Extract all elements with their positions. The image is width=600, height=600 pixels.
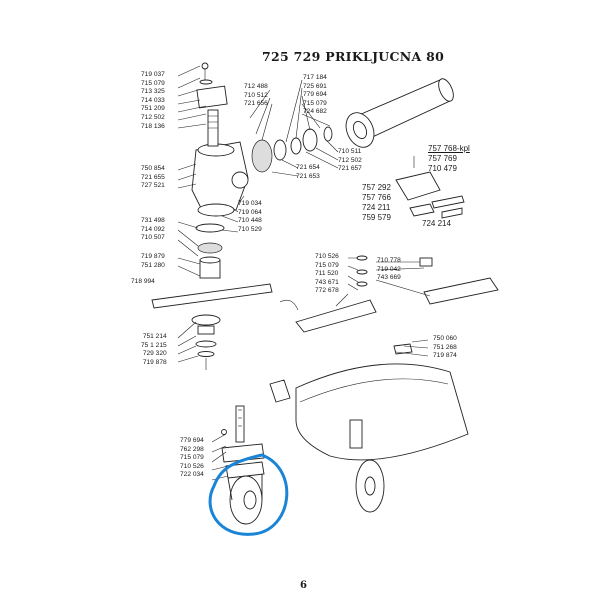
part-number: 719 878 [142, 358, 167, 366]
part-number: 714 092 [141, 225, 165, 233]
part-number: 779 694 [303, 91, 327, 99]
label-group-left-top: 719 037 715 079 713 325 714 033 751 209 … [141, 71, 165, 131]
label-group-wheel: 779 694 762 298 715 079 710 526 722 034 [180, 437, 204, 480]
part-number: 724 214 [422, 219, 451, 228]
part-number: 719 037 [141, 71, 165, 78]
label-group-left-blade: 719 879 751 280 [141, 253, 165, 270]
part-number: 715 079 [141, 79, 165, 87]
part-number: 719 034 [238, 200, 262, 207]
page-number: 6 [300, 580, 307, 591]
part-number: 751 209 [141, 105, 165, 113]
part-number: 751 214 [142, 333, 167, 340]
label-group-center-right: 717 184 725 691 779 694 715 079 724 682 [303, 74, 327, 117]
part-number: 722 034 [180, 471, 204, 479]
part-number: 718 994 [131, 278, 155, 285]
label-group-right-deck: 750 060 751 268 719 874 [433, 335, 457, 361]
leader-lines [177, 65, 431, 481]
part-number: 721 656 [244, 100, 268, 108]
label-group-right-mid-a: 710 526 715 079 711 520 743 671 772 678 [315, 253, 339, 296]
part-number: 757 766 [362, 193, 391, 202]
part-number: 750 854 [141, 165, 165, 172]
label-group-right-kit: 757 768-kpl 757 769 710 479 [428, 144, 470, 174]
part-number: 751 280 [141, 261, 165, 269]
part-number: 719 874 [433, 352, 457, 360]
lower-shaft-stack [151, 223, 273, 370]
part-number: 75 1 215 [141, 341, 167, 349]
part-number: 712 502 [141, 113, 165, 121]
part-number: 719 042 [377, 265, 401, 273]
label-group-right-kit2: 757 292 757 766 724 211 759 579 [362, 183, 391, 223]
caster-wheel-assembly [221, 405, 265, 525]
page-title: 725 729 PRIKLJUCNA 80 [262, 49, 445, 64]
part-number: 724 211 [362, 203, 391, 212]
label-group-left-shaft: 731 498 714 092 710 507 [141, 217, 165, 243]
label-group-right-bearing: 710 511 712 502 721 657 [338, 148, 362, 174]
mower-deck [269, 343, 469, 513]
part-number: 743 671 [315, 278, 339, 286]
part-number: 710 479 [428, 164, 457, 173]
drive-shaft-tube [345, 78, 454, 148]
deflector-arm [279, 255, 499, 333]
part-number: 717 184 [303, 74, 327, 81]
part-number: 721 653 [296, 172, 320, 180]
part-number: 759 579 [362, 213, 391, 222]
part-number: 721 654 [296, 164, 320, 171]
part-number: 710 511 [338, 148, 362, 155]
label-group-right-mid-b: 710 778 719 042 743 669 [377, 257, 401, 283]
highlight-outline [208, 453, 289, 536]
part-number: 729 320 [142, 350, 167, 358]
part-number: 714 033 [141, 96, 165, 104]
part-number: 712 488 [244, 83, 268, 90]
bevel-gear [251, 126, 333, 173]
label-group-left-mid: 750 854 721 655 727 521 [141, 165, 165, 191]
label-group-right-kit3: 724 214 [422, 219, 451, 229]
part-number: 710 526 [315, 253, 339, 260]
part-number: 779 694 [180, 437, 204, 444]
part-number: 725 691 [303, 82, 327, 90]
part-number: 762 298 [180, 445, 204, 453]
label-group-center-side: 721 654 721 653 [296, 164, 320, 181]
part-number: 751 268 [433, 343, 457, 351]
part-number: 772 678 [315, 287, 339, 295]
part-number: 719 064 [238, 208, 262, 216]
gear-housing [191, 141, 249, 217]
part-number: 757 769 [428, 154, 457, 163]
part-number: 715 079 [303, 99, 327, 107]
part-number: 710 778 [377, 257, 401, 264]
part-number: 719 879 [141, 253, 165, 260]
spline-shaft [196, 62, 228, 147]
part-number: 713 325 [141, 88, 165, 96]
part-number: 757 292 [362, 183, 391, 192]
part-number: 710 507 [141, 234, 165, 242]
part-number: 718 136 [141, 122, 165, 130]
part-number: 712 502 [338, 156, 362, 164]
bracket-parts [395, 156, 465, 219]
label-group-left-bottom: 751 214 75 1 215 729 320 719 878 [141, 333, 167, 367]
part-number: 721 657 [338, 165, 362, 173]
part-number: 710 512 [244, 91, 268, 99]
part-number: 711 520 [315, 270, 339, 278]
part-number: 710 526 [180, 462, 204, 470]
part-number: 715 079 [180, 454, 204, 462]
part-number: 710 529 [238, 225, 262, 233]
part-number: 721 655 [141, 173, 165, 181]
part-number: 727 521 [141, 182, 165, 190]
part-number: 724 682 [303, 108, 327, 116]
part-number: 731 498 [141, 217, 165, 224]
part-number: 710 448 [238, 217, 262, 225]
part-number: 750 060 [433, 335, 457, 342]
part-number-kit: 757 768-kpl [428, 144, 470, 153]
label-group-center-top: 712 488 710 512 721 656 [244, 83, 268, 109]
part-number: 743 669 [377, 274, 401, 282]
label-group-center-lower: 719 034 719 064 710 448 710 529 [238, 200, 262, 234]
label-group-left-single: 718 994 [131, 278, 155, 287]
part-number: 715 079 [315, 261, 339, 269]
